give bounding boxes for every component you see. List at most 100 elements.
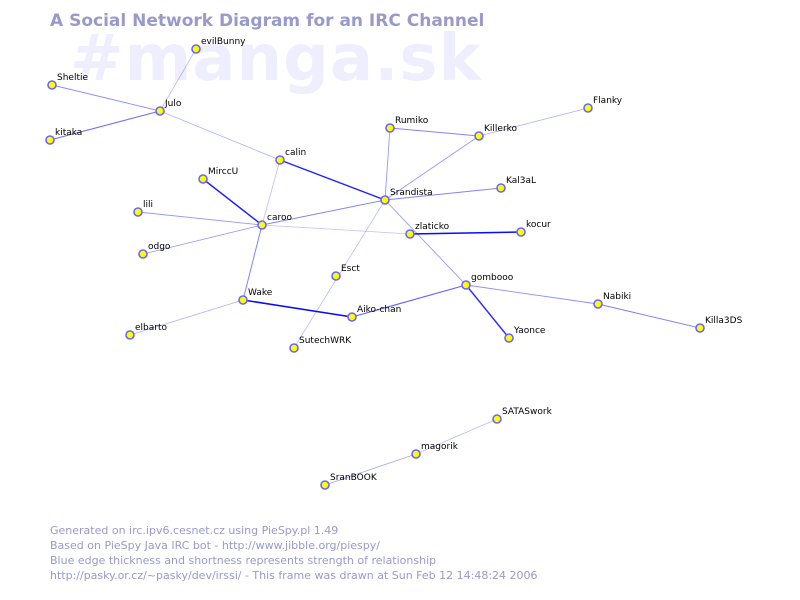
edge-SATASwork-magorik [415,418,498,455]
node-label: lili [143,200,153,210]
node-label: caroo [267,213,292,223]
diagram-title: A Social Network Diagram for an IRC Chan… [50,11,485,31]
node-dot [133,207,143,217]
edge-Julo-kitaka [49,110,161,141]
node-evilBunny: evilBunny [191,37,246,54]
footer-line-4: http://pasky.or.cz/~pasky/dev/irssi/ - T… [50,569,538,582]
node-magorik: magorik [411,442,459,459]
node-label: Julo [164,99,182,109]
edge-Srandista-gombooo [384,199,467,286]
edge-Wake-Aiko-chan [242,299,353,318]
edge-Srandista-Rumiko [384,127,391,201]
node-kitaka: kitaka [45,128,82,145]
edge-caroo-Wake [242,224,263,301]
node-label: MirccU [208,167,238,177]
node-Esct: Esct [331,264,360,281]
node-label: Esct [341,264,360,274]
node-Nabiki: Nabiki [593,292,631,309]
edge-magorik-SranBOOK [324,453,417,486]
edges-layer [49,48,701,486]
node-dot [461,280,471,290]
edge-Nabiki-Killa3DS [597,303,701,329]
node-Kal3aL: Kal3aL [496,176,536,193]
node-gombooo: gombooo [461,273,514,290]
node-dot [504,333,514,343]
node-Aiko-chan: Aiko-chan [347,305,401,322]
node-label: SranBOOK [330,473,378,483]
node-dot [275,155,285,165]
edge-odgo-caroo [142,224,263,255]
node-Rumiko: Rumiko [385,116,429,133]
node-label: Kal3aL [506,176,536,186]
node-SranBOOK: SranBOOK [320,473,378,490]
node-label: Sheltie [57,73,88,83]
edge-zlaticko-kocur [409,231,522,235]
node-dot [516,227,526,237]
node-dot [593,299,603,309]
node-dot [155,106,165,116]
node-label: gombooo [471,273,514,283]
node-kocur: kocur [516,220,551,237]
node-Killerko: Killerko [474,124,518,141]
node-dot [695,323,705,333]
node-Julo: Julo [155,99,182,116]
edge-caroo-zlaticko [261,224,411,235]
node-label: Wake [248,288,273,298]
node-label: SutechWRK [299,336,352,346]
edge-Srandista-Killerko [384,135,480,201]
node-Yaonce: Yaonce [504,326,546,343]
node-label: zlaticko [415,222,450,232]
node-dot [583,103,593,113]
node-label: Rumiko [395,116,429,126]
node-dot [47,80,57,90]
edge-Julo-evilBunny [159,48,197,112]
edge-lili-caroo [137,211,263,226]
node-dot [380,195,390,205]
node-label: Killa3DS [705,316,743,326]
node-label: evilBunny [201,37,246,47]
node-label: Aiko-chan [357,305,401,315]
node-dot [474,131,484,141]
node-dot [405,229,415,239]
node-caroo: caroo [257,213,292,230]
node-dot [492,414,502,424]
footer-line-1: Generated on irc.ipv6.cesnet.cz using Pi… [50,524,339,537]
edge-Killerko-Flanky [478,107,589,137]
node-Sheltie: Sheltie [47,73,88,90]
node-label: calin [285,148,306,158]
channel-watermark: #manga.sk [70,22,483,96]
edge-Srandista-Kal3aL [384,187,502,201]
footer: Generated on irc.ipv6.cesnet.cz using Pi… [50,523,538,583]
edge-Wake-elbarto [129,299,244,336]
edge-MirccU-caroo [202,178,263,226]
node-dot [45,135,55,145]
node-label: SATASwork [502,407,553,417]
edge-gombooo-Nabiki [465,284,599,305]
node-dot [385,123,395,133]
node-Wake: Wake [238,288,273,305]
node-label: magorik [421,442,459,452]
edge-calin-Srandista [279,159,386,201]
node-Srandista: Srandista [380,188,433,205]
node-label: Flanky [593,96,623,106]
node-label: odgo [148,242,171,252]
node-dot [347,312,357,322]
node-Killa3DS: Killa3DS [695,316,743,333]
node-dot [411,449,421,459]
node-dot [257,220,267,230]
footer-line-2: Based on PieSpy Java IRC bot - http://ww… [50,539,380,552]
edge-Rumiko-Killerko [389,127,480,137]
node-SATASwork: SATASwork [492,407,553,424]
node-label: Nabiki [603,292,631,302]
edge-calin-caroo [261,159,281,226]
node-label: Yaonce [513,326,546,336]
node-zlaticko: zlaticko [405,222,450,239]
edge-caroo-Srandista [261,199,386,226]
footer-line-3: Blue edge thickness and shortness repres… [50,554,437,567]
node-dot [496,183,506,193]
edge-Julo-Sheltie [51,84,161,112]
node-dot [238,295,248,305]
edge-Aiko-chan-gombooo [351,284,467,318]
node-elbarto: elbarto [125,323,167,340]
